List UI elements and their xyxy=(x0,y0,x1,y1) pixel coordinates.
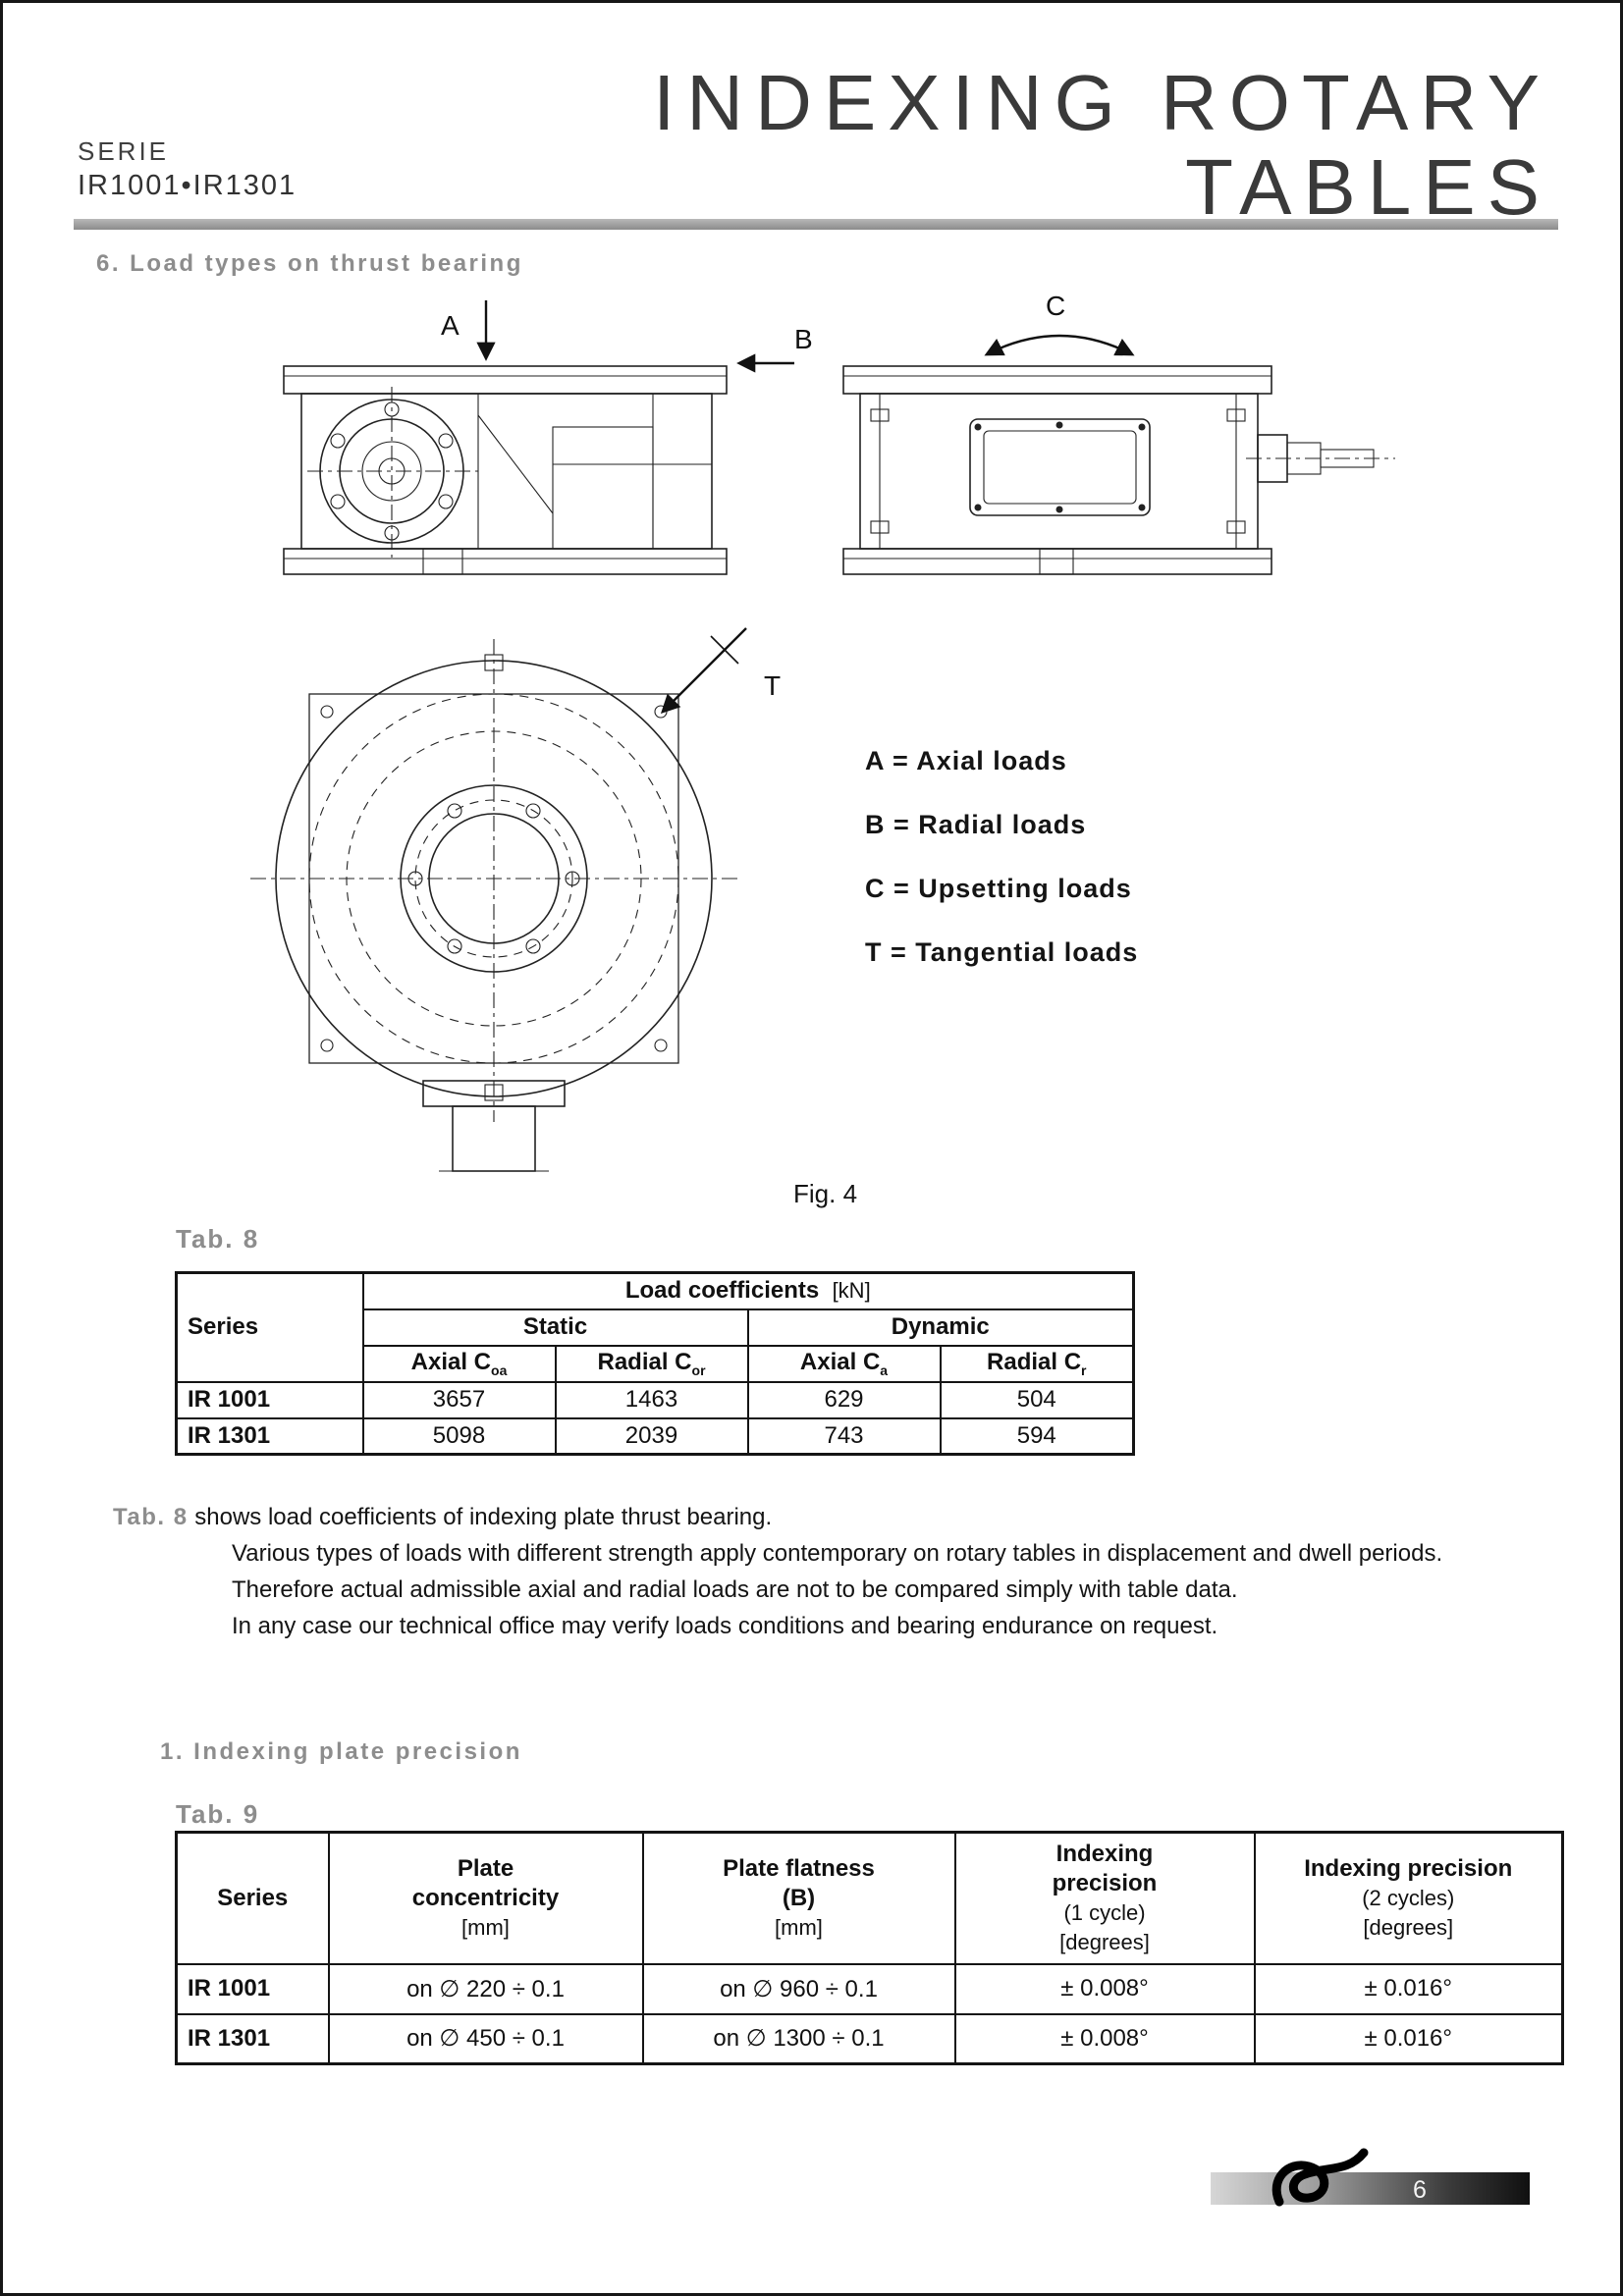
tab9-label: Tab. 9 xyxy=(176,1799,260,1829)
tab8-cell: 2039 xyxy=(554,1416,749,1456)
series-label: SERIE xyxy=(78,136,170,166)
tab8-dynamic-header: Dynamic xyxy=(746,1308,1135,1347)
tab8-row1-series: IR 1301 xyxy=(175,1416,364,1456)
upsetting-load-arrow xyxy=(984,334,1135,356)
section-heading-precision: 1. Indexing plate precision xyxy=(160,1738,522,1765)
tab8-reference: Tab. 8 xyxy=(113,1504,189,1530)
tab9-series-header: Series xyxy=(175,1831,330,1965)
load-coefficients-table: Series Load coefficients [kN] Static Dyn… xyxy=(175,1271,1136,1456)
tab9-col-concentricity: Plate concentricity [mm] xyxy=(327,1831,644,1965)
tab9-row1-series: IR 1301 xyxy=(175,2012,330,2065)
load-types-figure: A B xyxy=(250,291,1395,1172)
tab9-col-flatness: Plate flatness (B) [mm] xyxy=(641,1831,956,1965)
figure-caption: Fig. 4 xyxy=(793,1179,858,1208)
legend-radial: B = Radial loads xyxy=(865,810,1087,839)
load-legend: A = Axial loads B = Radial loads C = Ups… xyxy=(865,729,1138,985)
brand-logo-icon xyxy=(1271,2148,1369,2207)
page-title-line1: INDEXING ROTARY xyxy=(653,59,1551,146)
note-line: Various types of loads with different st… xyxy=(232,1540,1443,1567)
note-intro-line: Tab. 8 shows load coefficients of indexi… xyxy=(113,1499,1488,1535)
tab9-cell: on ∅ 960 ÷ 0.1 xyxy=(641,1962,956,2015)
tab9-cell: ± 0.016° xyxy=(1253,2012,1564,2065)
load-label-c: C xyxy=(1046,291,1065,321)
tab8-cell: 629 xyxy=(746,1380,942,1419)
load-label-a: A xyxy=(441,310,460,341)
footer-bar xyxy=(1211,2172,1530,2205)
legend-upsetting: C = Upsetting loads xyxy=(865,874,1132,903)
front-view-drawing xyxy=(842,365,1395,575)
load-label-t: T xyxy=(764,670,781,701)
tab8-cell: 743 xyxy=(746,1416,942,1456)
page-title-line2: TABLES xyxy=(1185,143,1551,231)
load-label-b: B xyxy=(794,324,813,354)
tab9-cell: ± 0.008° xyxy=(953,2012,1256,2065)
tab8-label: Tab. 8 xyxy=(176,1224,260,1254)
series-value: IR1001•IR1301 xyxy=(78,170,298,201)
tab8-cell: 504 xyxy=(939,1380,1135,1419)
tab8-cell: 5098 xyxy=(361,1416,557,1456)
legend-axial: A = Axial loads xyxy=(865,746,1067,775)
tab9-col-precision-1cycle: Indexing precision (1 cycle) [degrees] xyxy=(953,1831,1256,1965)
section-heading-load-types: 6. Load types on thrust bearing xyxy=(96,250,523,277)
note-line: Therefore actual admissible axial and ra… xyxy=(232,1576,1238,1603)
table-row: IR 1301 5098 2039 743 594 xyxy=(175,1416,1135,1456)
note-line: In any case our technical office may ver… xyxy=(232,1613,1218,1639)
page-number: 6 xyxy=(1413,2176,1427,2204)
table-row: IR 1001 on ∅ 220 ÷ 0.1 on ∅ 960 ÷ 0.1 ± … xyxy=(175,1962,1564,2015)
tab8-row0-series: IR 1001 xyxy=(175,1380,364,1419)
table-row: IR 1001 3657 1463 629 504 xyxy=(175,1380,1135,1419)
tab9-cell: on ∅ 1300 ÷ 0.1 xyxy=(641,2012,956,2065)
tab8-cell: 3657 xyxy=(361,1380,557,1419)
tab9-cell: on ∅ 220 ÷ 0.1 xyxy=(327,1962,644,2015)
tab8-cell: 1463 xyxy=(554,1380,749,1419)
side-view-drawing xyxy=(283,365,728,575)
tab8-cell: 594 xyxy=(939,1416,1135,1456)
tab8-series-header: Series xyxy=(175,1271,364,1383)
tab8-col-axial-dynamic: Axial Ca xyxy=(746,1344,942,1383)
legend-tangential: T = Tangential loads xyxy=(865,937,1139,967)
tab8-col-axial-static: Axial Coa xyxy=(361,1344,557,1383)
tab8-col-radial-static: Radial Cor xyxy=(554,1344,749,1383)
table-row: IR 1301 on ∅ 450 ÷ 0.1 on ∅ 1300 ÷ 0.1 ±… xyxy=(175,2012,1564,2065)
tab9-col-precision-2cycles: Indexing precision (2 cycles) [degrees] xyxy=(1253,1831,1564,1965)
tab9-row0-series: IR 1001 xyxy=(175,1962,330,2015)
tab9-cell: ± 0.016° xyxy=(1253,1962,1564,2015)
tab9-cell: ± 0.008° xyxy=(953,1962,1256,2015)
notes: Tab. 8 shows load coefficients of indexi… xyxy=(113,1499,1488,1644)
notes-intro: shows load coefficients of indexing plat… xyxy=(194,1504,773,1530)
tab8-col-radial-dynamic: Radial Cr xyxy=(939,1344,1135,1383)
tab9-cell: on ∅ 450 ÷ 0.1 xyxy=(327,2012,644,2065)
header-rule xyxy=(74,219,1558,230)
tab8-group-header: Load coefficients [kN] xyxy=(361,1271,1135,1310)
plate-precision-table: Series Plate concentricity [mm] Plate fl… xyxy=(175,1831,1564,2065)
tab8-static-header: Static xyxy=(361,1308,749,1347)
top-view-drawing xyxy=(250,639,737,1172)
tangential-load-arrow xyxy=(660,627,747,715)
